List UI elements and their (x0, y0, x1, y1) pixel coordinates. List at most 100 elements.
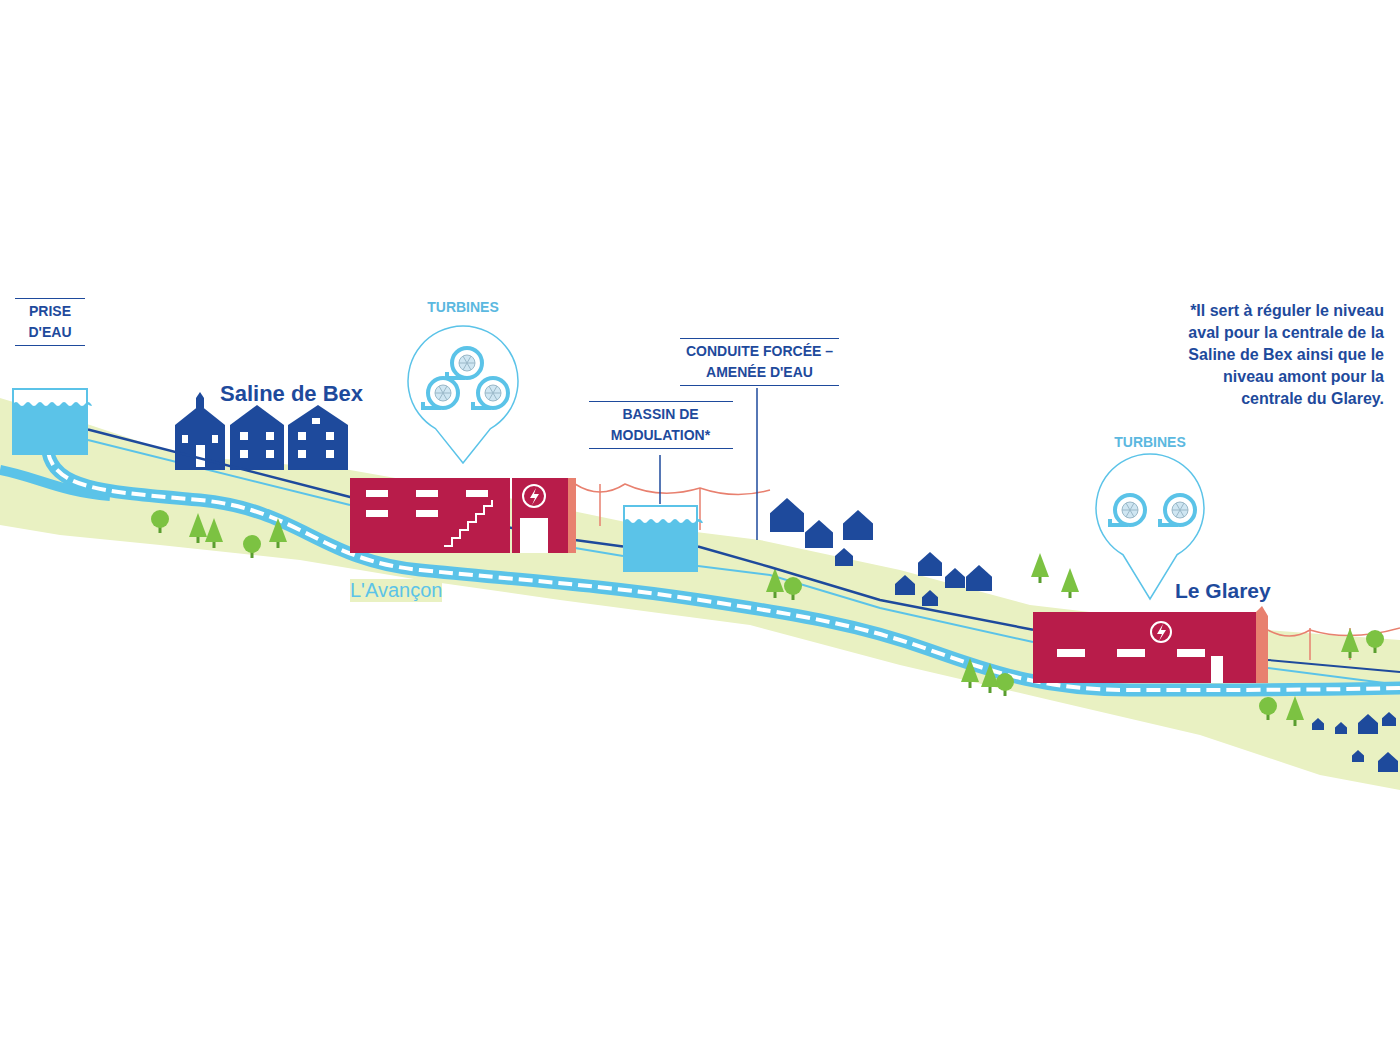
house (922, 590, 938, 606)
window (326, 432, 334, 440)
water (13, 402, 92, 454)
window (240, 450, 248, 458)
house (805, 520, 833, 548)
window (416, 510, 438, 517)
power-icon (523, 485, 545, 507)
turbine-blade (485, 393, 493, 394)
turbine-blade (1180, 503, 1184, 510)
turbine-blade (493, 393, 497, 400)
house (1382, 712, 1396, 726)
river (48, 452, 1400, 690)
water (624, 519, 703, 571)
tree (996, 673, 1014, 696)
turbine-casing (428, 378, 458, 408)
window (326, 450, 334, 458)
window (466, 490, 488, 497)
turbine-blade (493, 386, 497, 393)
power-lines (575, 484, 1400, 660)
turbine-blade (443, 393, 451, 394)
tree-crown (996, 673, 1014, 691)
station-windows (366, 490, 548, 553)
turbine-blade (489, 393, 493, 400)
turbine-blade (1180, 510, 1184, 517)
turbine-blade (1130, 510, 1138, 511)
tree-crown (205, 518, 223, 542)
tree-crown (269, 518, 287, 542)
house (1378, 752, 1398, 772)
turbine-runner (459, 355, 475, 371)
station-shape (1033, 612, 1268, 683)
house (945, 568, 965, 588)
callout-label: PRISE D'EAU (15, 298, 85, 346)
tree-crown (1341, 628, 1359, 652)
site-name: Saline de Bex (220, 382, 363, 406)
houses (770, 498, 1398, 772)
tree (1061, 568, 1079, 598)
leader-line (756, 388, 758, 540)
tree (1341, 628, 1359, 658)
water-tank: PRISE D'EAU (12, 388, 88, 455)
turbine-blade (443, 393, 447, 400)
turbine-casing (1165, 495, 1195, 525)
tree (1031, 553, 1049, 583)
tree-crown (243, 535, 261, 553)
power-wire (575, 484, 770, 495)
tree-crown (1031, 553, 1049, 577)
pin-shape (1095, 453, 1205, 601)
turbine-casing (1115, 495, 1145, 525)
turbine-blade (1130, 503, 1134, 510)
callout-label: BASSIN DE MODULATION* (589, 401, 733, 449)
footnote: *Il sert à réguler le niveau aval pour l… (1172, 300, 1384, 410)
tank-shape (12, 388, 88, 455)
house (1312, 718, 1324, 730)
callout-label: CONDUITE FORCÉE – AMENÉE D'EAU (680, 338, 839, 386)
turbine-blade (1176, 510, 1180, 517)
station-name: Le Glarey (1175, 579, 1271, 603)
house (230, 405, 284, 470)
tree-crown (1366, 630, 1384, 648)
pin-shape (407, 325, 519, 465)
tree-crown (961, 658, 979, 682)
turbines-group (423, 348, 508, 408)
turbine-runner (1172, 502, 1188, 518)
window (298, 450, 306, 458)
river-highlight (48, 452, 1400, 690)
turbine-runner (435, 385, 451, 401)
window (1177, 649, 1205, 657)
tank-shape (623, 505, 698, 572)
tree-crown (1061, 568, 1079, 592)
window (298, 432, 306, 440)
station-end (1256, 606, 1268, 683)
turbine-blade (1180, 510, 1188, 511)
tree-crown (1259, 697, 1277, 715)
turbine-blade (467, 356, 471, 363)
tree (1286, 696, 1304, 726)
station-body (350, 478, 510, 553)
turbine-icon (423, 378, 458, 408)
turbine-label: TURBINES (1114, 433, 1186, 451)
turbine-icon (447, 348, 482, 378)
pin-outline (1096, 454, 1204, 599)
station-end (568, 478, 576, 553)
saline-power-station (350, 478, 576, 553)
tree (766, 568, 784, 598)
turbine-icon (473, 378, 508, 408)
turbine-marker: TURBINES (1095, 453, 1205, 601)
tree-crown (189, 513, 207, 537)
turbine-icon (1160, 495, 1195, 525)
turbines-group (1110, 495, 1195, 525)
window (366, 490, 388, 497)
stairs (444, 500, 492, 546)
bell-tower (196, 392, 204, 408)
turbine-casing (452, 348, 482, 378)
window (366, 510, 388, 517)
turbine-marker: TURBINES (407, 325, 519, 465)
turbine-blade (493, 393, 501, 394)
tree (151, 510, 169, 533)
house (966, 565, 992, 591)
station-annex (512, 478, 568, 553)
penstock-pipe (698, 547, 1033, 630)
tree (189, 513, 207, 543)
tree (981, 663, 999, 693)
